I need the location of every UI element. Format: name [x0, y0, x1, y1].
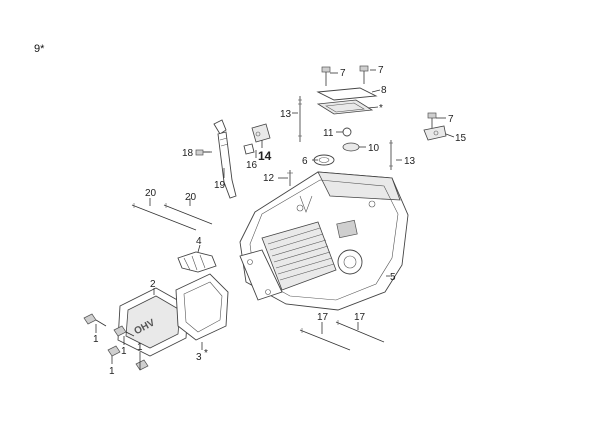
stud-part-13-right: [389, 140, 393, 170]
callout-20-left: 20: [145, 188, 157, 199]
stud-part-20-left: [131, 203, 197, 231]
clip-part-16: [243, 143, 255, 155]
callout-3-star: *: [204, 348, 208, 359]
callout-20-right: 20: [185, 192, 197, 203]
callout-13-left: 13: [280, 109, 292, 120]
callout-1-c: 1: [109, 366, 115, 377]
callout-7-left: 7: [340, 68, 346, 79]
callout-8: 8: [381, 85, 387, 96]
bolt-part-7-mid: [359, 65, 369, 84]
head-gasket-part-3: [175, 273, 229, 341]
callout-15: 15: [455, 133, 467, 144]
washer-part-11: [342, 127, 352, 137]
gasket-part-8: [316, 87, 378, 101]
crankcase-part-5: [239, 171, 409, 311]
stud-part-20-right: [163, 203, 213, 225]
stud-part-12: [287, 170, 293, 186]
callout-6: 6: [302, 156, 308, 167]
bolt-part-7-left: [321, 66, 331, 86]
bolt-part-1-a: [83, 313, 107, 327]
callout-7-mid: 7: [378, 65, 384, 76]
callout-19: 19: [214, 180, 226, 191]
callout-2: 2: [150, 279, 156, 290]
plug-part-18: [195, 149, 210, 156]
bolt-part-1-b: [113, 325, 135, 337]
callout-12: 12: [263, 173, 275, 184]
callout-4: 4: [196, 236, 202, 247]
callout-11: 11: [323, 128, 334, 139]
stud-part-13-left: [298, 96, 302, 142]
bracket-part-15: [423, 125, 447, 141]
plate-part-star: [316, 99, 374, 115]
bolt-part-7-right: [427, 112, 437, 128]
bolt-part-1-d: [135, 359, 149, 371]
stud-part-17-right: [335, 320, 385, 343]
callout-10: 10: [368, 143, 380, 154]
bolt-part-1-c: [107, 345, 121, 357]
figure-number: 9*: [34, 43, 45, 55]
spark-plug-part-4: [177, 251, 217, 273]
seal-part-10: [342, 142, 360, 152]
callout-16: 16: [246, 160, 258, 171]
callout-3: 3: [196, 352, 202, 363]
callout-14: 14: [258, 149, 272, 163]
breather-part-14: [251, 123, 271, 143]
callout-7-right: 7: [448, 114, 454, 125]
cylinder-fins: [261, 221, 337, 291]
leader-lines: [95, 69, 455, 370]
callout-labels: 7 7 8 * 13 11 10 13 7 15 6 12 5 4 2 3 * …: [93, 65, 467, 377]
callout-17-left: 17: [317, 312, 329, 323]
stud-part-17-left: [299, 328, 351, 351]
valve-cover-part-2: OHV: [117, 287, 189, 357]
oil-filler-tube-part-19: [213, 119, 237, 199]
callout-13-right: 13: [404, 156, 416, 167]
callout-star-plate: *: [379, 103, 383, 114]
callout-18: 18: [182, 148, 194, 159]
callout-5: 5: [390, 272, 396, 283]
callout-1-b: 1: [121, 346, 127, 357]
callout-17-right: 17: [354, 312, 366, 323]
callout-1-d: 1: [137, 342, 143, 353]
callout-1-a: 1: [93, 334, 99, 345]
